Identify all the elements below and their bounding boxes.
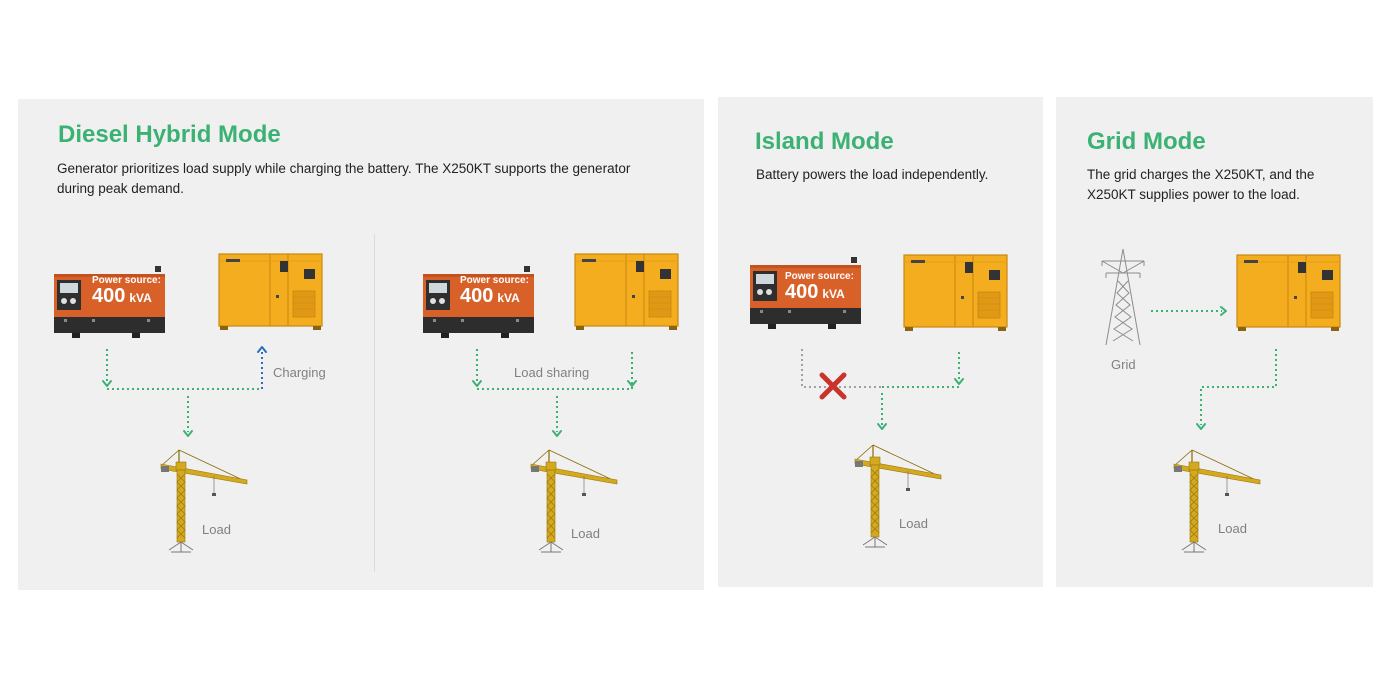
island-mode-title: Island Mode [755,128,894,155]
load-label: Load [899,516,928,531]
island-mode-panel: Island Mode Battery powers the load inde… [718,97,1043,587]
grid-mode-panel: Grid Mode The grid charges the X250KT, a… [1056,97,1373,587]
power-unit: kVA [129,291,152,305]
power-value: 400 [92,285,126,307]
power-value: 400 [785,281,819,303]
diesel-right-flow-lines [472,349,637,437]
crane-icon [1172,444,1262,554]
grid-mode-description: The grid charges the X250KT, and the X25… [1087,167,1315,202]
panel-divider [374,234,375,572]
diesel-hybrid-description: Generator prioritizes load supply while … [57,161,631,196]
grid-mode-title: Grid Mode [1087,128,1206,155]
island-flow-lines [801,349,964,430]
charging-label: Charging [273,365,326,380]
island-mode-description: Battery powers the load independently. [756,167,989,182]
diesel-left-flow-lines [102,346,267,437]
power-source-label: Power source: [460,275,529,286]
power-value: 400 [460,285,494,307]
power-unit: kVA [497,291,520,305]
diesel-hybrid-title: Diesel Hybrid Mode [58,121,281,148]
grid-label: Grid [1111,357,1136,372]
load-sharing-label: Load sharing [514,365,590,380]
load-label: Load [202,522,231,537]
grid-flow-lines [1151,306,1277,430]
power-source-label: Power source: [785,271,854,282]
power-source-label: Power source: [92,275,161,286]
load-label: Load [571,526,600,541]
crane-icon [853,439,943,549]
load-label: Load [1218,521,1247,536]
blocked-cross-icon [819,372,847,400]
diesel-hybrid-panel: Diesel Hybrid Mode Generator prioritizes… [18,99,704,590]
power-unit: kVA [822,287,845,301]
